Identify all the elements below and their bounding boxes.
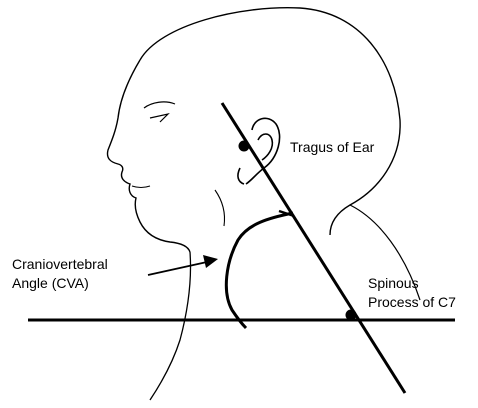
head-outline [140,8,400,235]
label-tragus: Tragus of Ear [290,139,375,155]
mouth [132,186,150,188]
tragus-point [239,141,250,152]
jaw-line [215,190,225,226]
front-neck-outline [150,252,191,400]
c7-point [346,310,357,321]
eye [150,114,168,122]
label-c7-line2: Process of C7 [368,294,456,310]
eyebrow [144,102,175,108]
face-profile [107,60,190,252]
label-cva-line2: Angle (CVA) [12,275,89,291]
cva-arrow-shaft [148,262,207,275]
label-cva-line1: Craniovertebral [12,256,108,272]
label-c7-line1: Spinous [368,275,419,291]
cva-arrow-head [203,255,218,268]
neck-curve [226,213,293,328]
